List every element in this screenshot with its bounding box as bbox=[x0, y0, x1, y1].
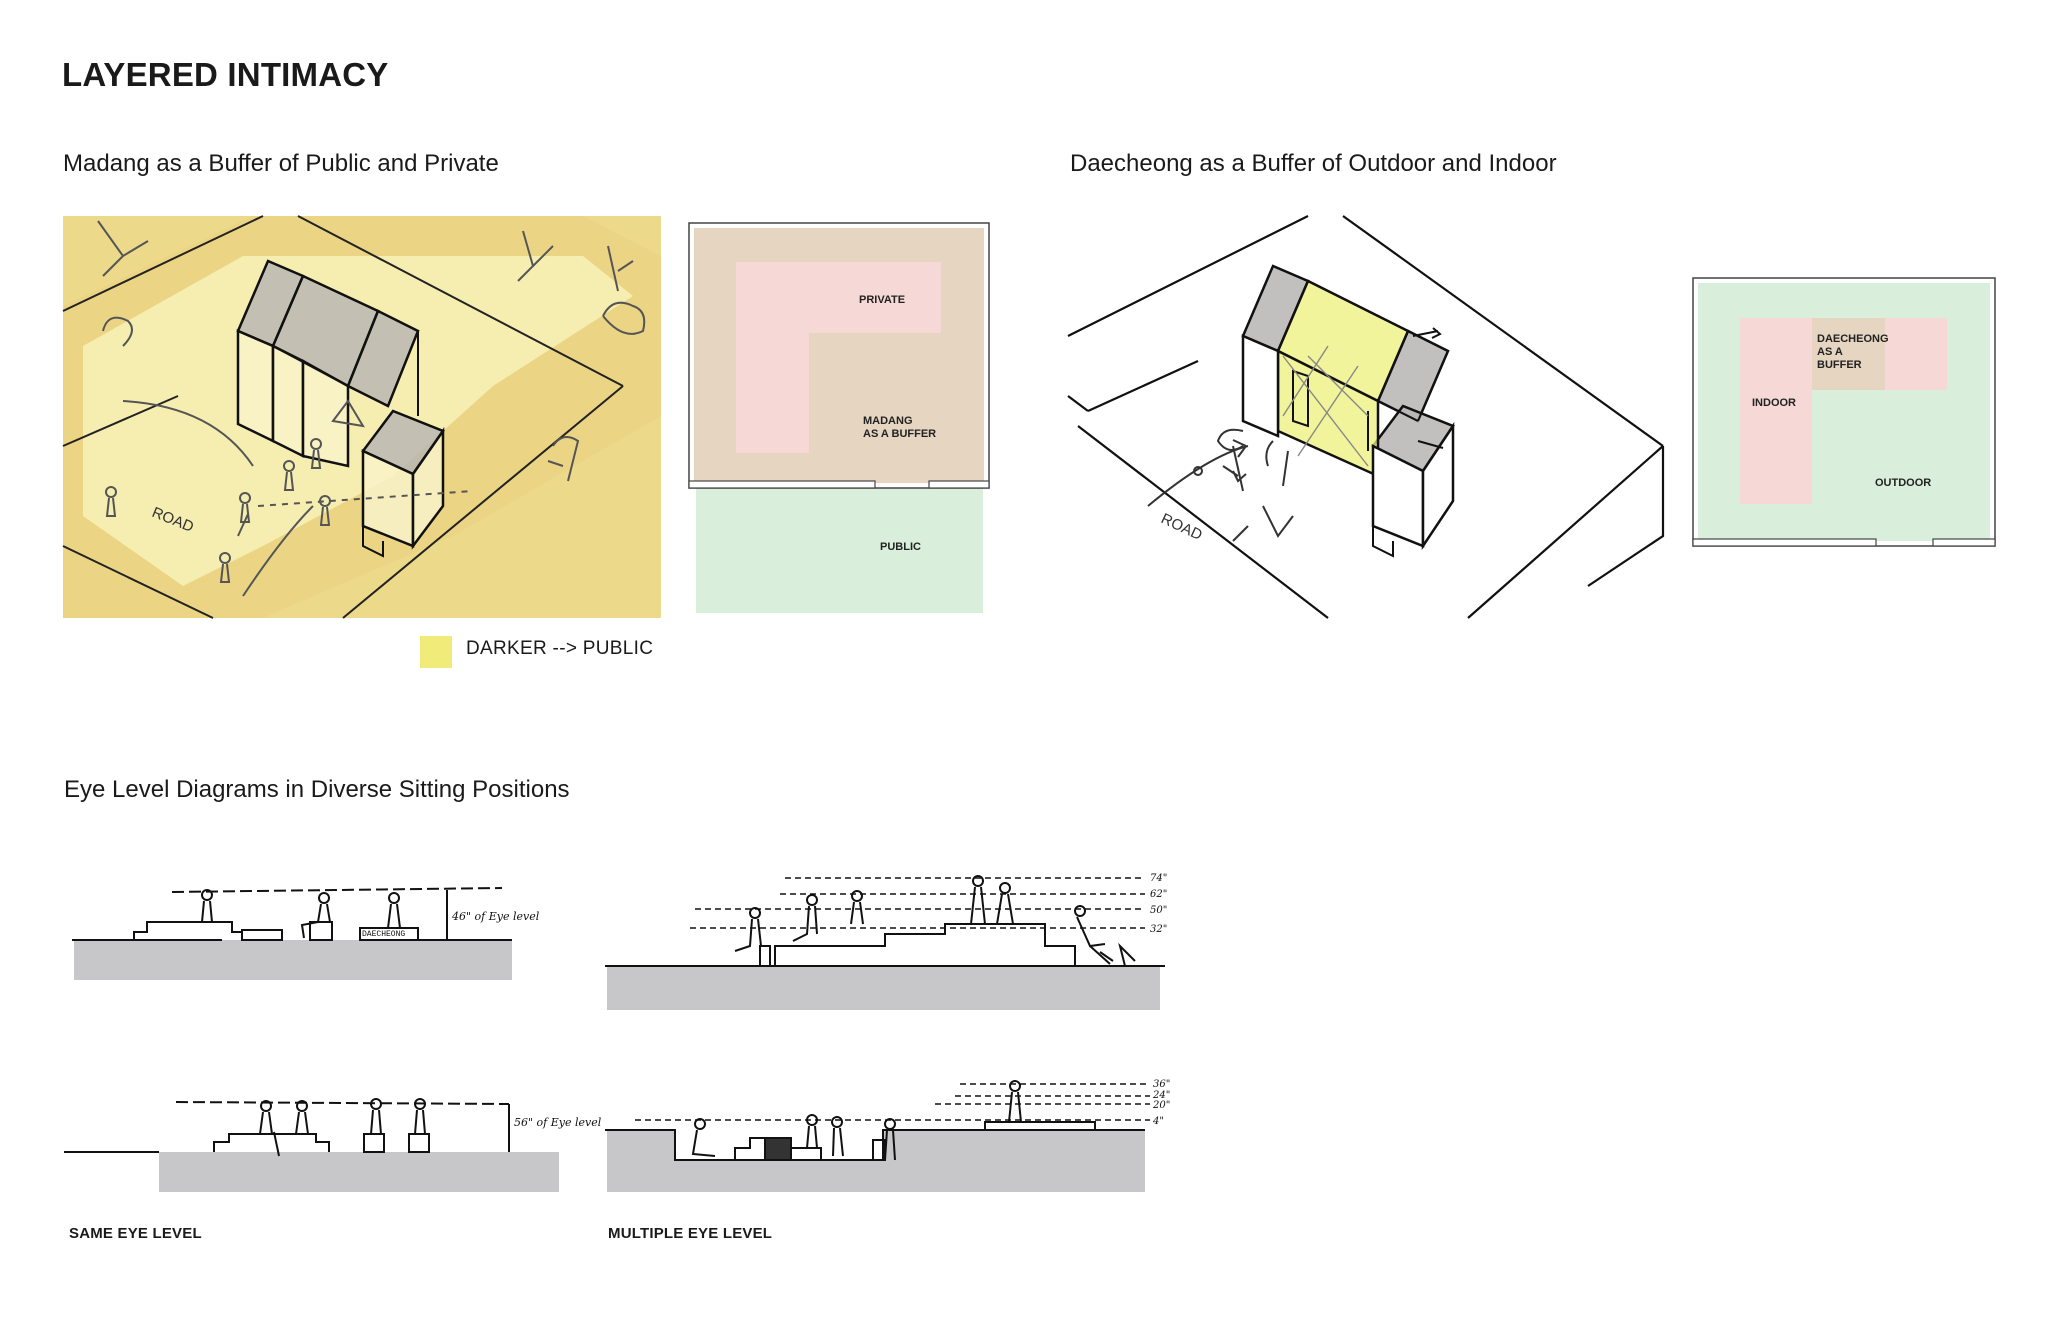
daecheong-indoor-label: INDOOR bbox=[1752, 397, 1796, 409]
madang-plan-diagram bbox=[688, 222, 990, 613]
multiple-bottom-mark-3: 20" bbox=[1152, 1100, 1170, 1111]
multiple-eye-level-diagram-bottom: 36" 24" 20" 4" bbox=[605, 1079, 1170, 1192]
multiple-top-mark-1: 74" bbox=[1150, 873, 1167, 884]
daecheong-buffer-label-line1: DAECHEONG bbox=[1817, 333, 1889, 345]
madang-heading: Madang as a Buffer of Public and Private bbox=[63, 150, 499, 177]
daecheong-plan-diagram bbox=[1692, 277, 1996, 547]
multiple-bottom-mark-2: 24" bbox=[1152, 1090, 1170, 1101]
multiple-top-mark-2: 62" bbox=[1150, 889, 1167, 900]
same-top-note: 46" of Eye level bbox=[451, 910, 540, 923]
same-bottom-note: 56" of Eye level bbox=[514, 1116, 602, 1129]
madang-axonometric-sketch: ROAD bbox=[62, 215, 661, 619]
daecheong-road-label: ROAD bbox=[1158, 510, 1205, 544]
multiple-bottom-mark-1: 36" bbox=[1153, 1079, 1170, 1090]
daecheong-buffer-label-line2: AS A bbox=[1817, 346, 1843, 358]
madang-buffer-label-line1: MADANG bbox=[863, 415, 913, 427]
multiple-eye-level-caption: MULTIPLE EYE LEVEL bbox=[608, 1225, 773, 1242]
madang-public-label: PUBLIC bbox=[880, 541, 921, 553]
same-eye-level-diagram-top: DAECHEONG 46" of Eye level bbox=[72, 887, 540, 980]
daecheong-outdoor-label: OUTDOOR bbox=[1875, 477, 1932, 489]
daecheong-buffer-label-line3: BUFFER bbox=[1817, 359, 1862, 371]
same-eye-level-caption: SAME EYE LEVEL bbox=[69, 1225, 202, 1242]
madang-private-label: PRIVATE bbox=[859, 294, 906, 306]
page-title: LAYERED INTIMACY bbox=[62, 56, 389, 93]
eye-level-heading: Eye Level Diagrams in Diverse Sitting Po… bbox=[64, 776, 570, 803]
same-top-block-label: DAECHEONG bbox=[362, 930, 405, 939]
same-eye-level-diagram-bottom: 56" of Eye level bbox=[64, 1098, 602, 1192]
daecheong-axonometric-sketch: ROAD bbox=[1067, 215, 1665, 619]
legend-swatch bbox=[420, 636, 452, 668]
daecheong-heading: Daecheong as a Buffer of Outdoor and Ind… bbox=[1070, 150, 1557, 177]
multiple-eye-level-diagram-top: 74" 62" 50" 32" bbox=[605, 873, 1167, 1010]
legend-label: DARKER --> PUBLIC bbox=[466, 638, 654, 659]
multiple-top-mark-4: 32" bbox=[1150, 924, 1167, 935]
multiple-bottom-mark-4: 4" bbox=[1152, 1116, 1164, 1127]
multiple-top-mark-3: 50" bbox=[1150, 905, 1167, 916]
madang-buffer-label-line2: AS A BUFFER bbox=[863, 428, 937, 440]
